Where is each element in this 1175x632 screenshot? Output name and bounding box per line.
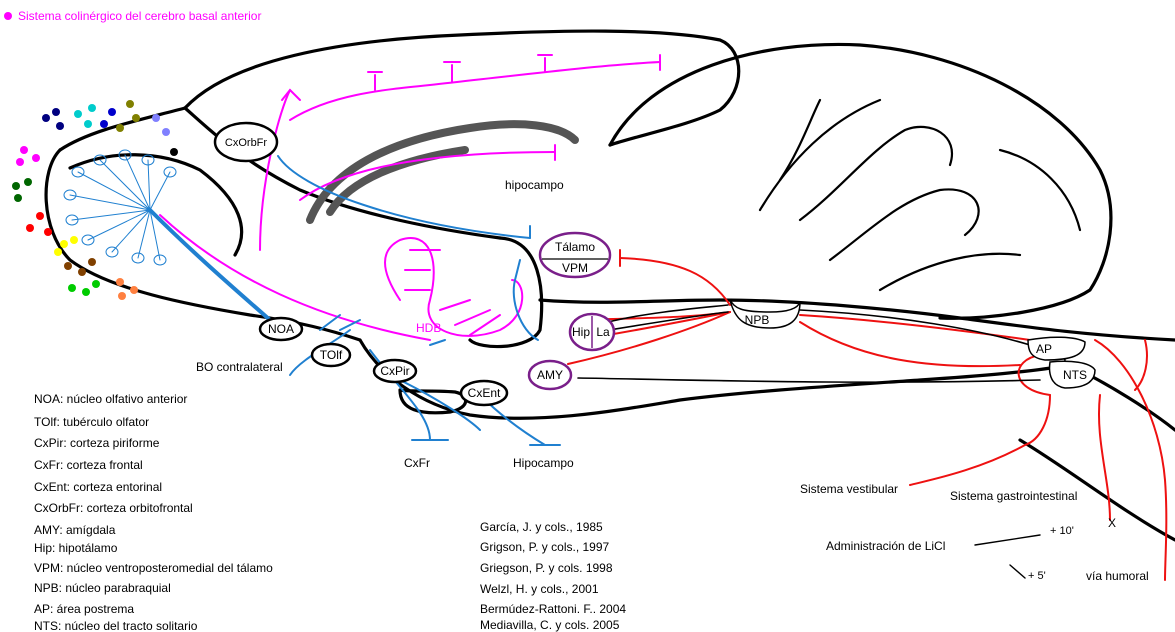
hippocampus-shape bbox=[310, 124, 575, 220]
reference-item: Grigson, P. y cols., 1997 bbox=[480, 540, 610, 554]
sistema-vestibular-label: Sistema vestibular bbox=[800, 482, 898, 496]
abbrev-item: CxEnt: corteza entorinal bbox=[34, 480, 162, 494]
node-tolf-label: TOlf bbox=[320, 348, 343, 362]
node-npb-label: NPB bbox=[745, 313, 770, 327]
abbrev-item: NTS: núcleo del tracto solitario bbox=[34, 619, 198, 632]
node-talamo-label: Tálamo bbox=[555, 240, 595, 254]
olfactory-bulb-network bbox=[64, 150, 270, 320]
node-talamo-vpm: Tálamo VPM bbox=[540, 233, 610, 277]
node-vpm-label: VPM bbox=[562, 261, 588, 275]
bo-contralateral-label: BO contralateral bbox=[196, 360, 283, 374]
brain-outline bbox=[46, 31, 1175, 540]
administracion-label: Administración de LiCl bbox=[826, 539, 945, 553]
node-amy-label: AMY bbox=[537, 368, 563, 382]
x-label: X bbox=[1108, 516, 1116, 530]
node-tolf: TOlf bbox=[312, 344, 350, 366]
abbrev-item: AMY: amígdala bbox=[34, 523, 116, 537]
abbrev-item: TOlf: tubérculo olfator bbox=[34, 415, 149, 429]
abbrev-item: Hip: hipotálamo bbox=[34, 541, 118, 555]
plus10-label: + 10' bbox=[1050, 525, 1074, 537]
node-noa-label: NOA bbox=[268, 322, 294, 336]
node-ap-label: AP bbox=[1036, 342, 1052, 356]
reference-item: Bermúdez-Rattoni. F.. 2004 bbox=[480, 602, 626, 616]
abbrev-item: AP: área postrema bbox=[34, 602, 134, 616]
node-cxpir: CxPir bbox=[374, 360, 416, 382]
abbrev-item: NPB: núcleo parabraquial bbox=[34, 581, 171, 595]
node-cxorbfr-label: CxOrbFr bbox=[225, 137, 268, 149]
abbrev-item: CxFr: corteza frontal bbox=[34, 458, 143, 472]
reference-item: García, J. y cols., 1985 bbox=[480, 520, 603, 534]
reference-item: Griegson, P. y cols. 1998 bbox=[480, 561, 613, 575]
legend-bullet-icon bbox=[4, 12, 12, 20]
reference-item: Mediavilla, C. y cols. 2005 bbox=[480, 618, 620, 632]
node-cxpir-label: CxPir bbox=[380, 364, 409, 378]
node-hip-label: Hip bbox=[572, 325, 590, 339]
hipocampo-top-label: hipocampo bbox=[505, 178, 564, 192]
emetic-pathways bbox=[568, 250, 1166, 580]
abbrev-item: NOA: núcleo olfativo anterior bbox=[34, 392, 187, 406]
node-amy: AMY bbox=[529, 361, 571, 389]
abbrev-item: CxOrbFr: corteza orbitofrontal bbox=[34, 501, 193, 515]
node-npb: NPB bbox=[730, 300, 800, 328]
node-cxorbfr: CxOrbFr bbox=[215, 123, 277, 161]
hdb-label: HDB bbox=[416, 321, 441, 335]
references-list: García, J. y cols., 1985 Grigson, P. y c… bbox=[480, 520, 626, 632]
node-cxent: CxEnt bbox=[461, 381, 507, 405]
abbrev-item: CxPir: corteza piriforme bbox=[34, 436, 160, 450]
sistema-gastrointestinal-label: Sistema gastrointestinal bbox=[950, 489, 1077, 503]
reference-item: Welzl, H. y cols., 2001 bbox=[480, 582, 599, 596]
plus5-label: + 5' bbox=[1028, 570, 1046, 582]
abbrev-item: VPM: núcleo ventroposteromedial del tála… bbox=[34, 561, 273, 575]
via-humoral-label: vía humoral bbox=[1086, 569, 1149, 583]
legend-cholinergic-text: Sistema colinérgico del cerebro basal an… bbox=[18, 9, 261, 23]
hipocampo-bottom-label: Hipocampo bbox=[513, 456, 574, 470]
node-hip-la: Hip La bbox=[570, 314, 614, 350]
node-cxent-label: CxEnt bbox=[468, 386, 501, 400]
node-ap: AP bbox=[1028, 337, 1085, 360]
cxfr-label: CxFr bbox=[404, 456, 430, 470]
node-nts: NTS bbox=[1050, 361, 1095, 388]
cholinergic-pathways bbox=[160, 55, 660, 340]
node-la-label: La bbox=[596, 325, 610, 339]
node-noa: NOA bbox=[260, 318, 302, 340]
node-nts-label: NTS bbox=[1063, 368, 1087, 382]
abbreviation-legend: NOA: núcleo olfativo anterior TOlf: tubé… bbox=[34, 392, 273, 632]
